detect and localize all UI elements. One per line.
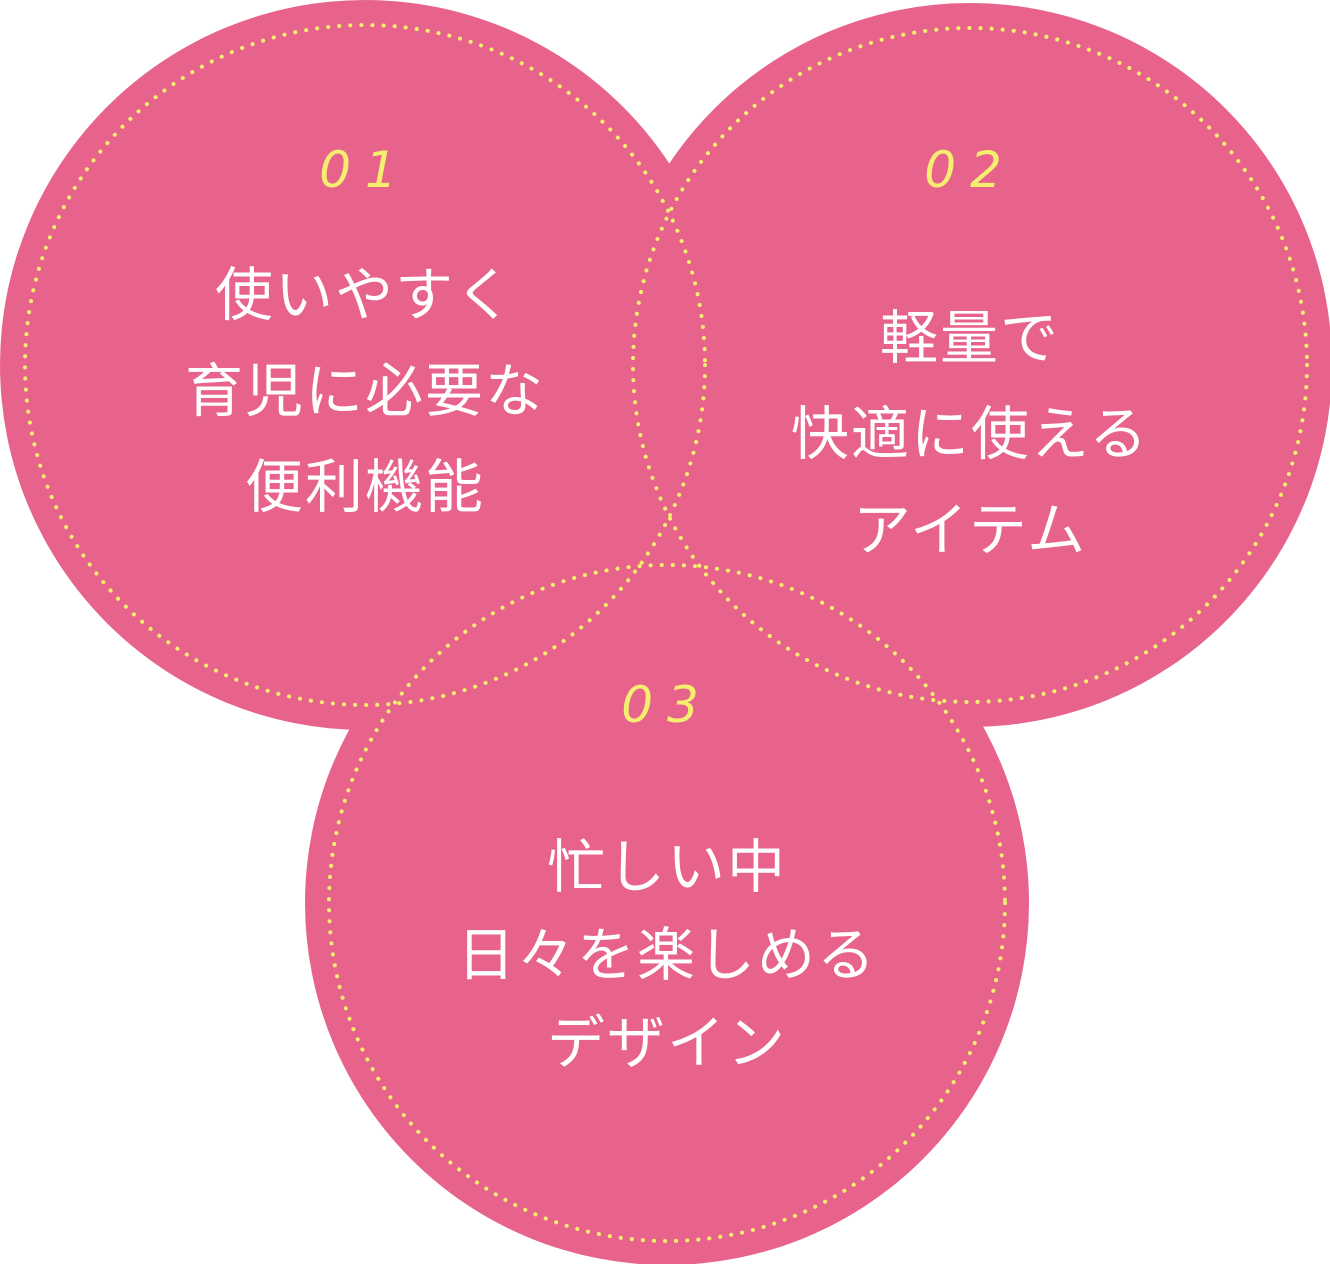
circle-02-fill bbox=[608, 3, 1330, 727]
circle-02-content: 02 軽量で 快適に使える アイテム bbox=[690, 145, 1250, 578]
circle-01-line-3: 便利機能 bbox=[244, 453, 485, 521]
circle-02-line-2: 快適に使える bbox=[790, 400, 1150, 468]
circle-01-fill bbox=[0, 0, 730, 730]
circle-01-number: 01 bbox=[319, 141, 411, 199]
circle-03-fill bbox=[305, 541, 1029, 1264]
circle-03-number: 03 bbox=[621, 676, 713, 734]
dotted-borders bbox=[23, 23, 1309, 1243]
circle-01-line-2: 育児に必要な bbox=[184, 357, 545, 425]
circle-03-text: 忙しい中 日々を楽しめる デザイン bbox=[387, 823, 947, 1087]
circle-03-line-2: 日々を楽しめる bbox=[456, 921, 877, 989]
circle-03-line-3: デザイン bbox=[546, 1009, 787, 1077]
circle-03-dotted-border bbox=[327, 563, 1007, 1243]
circle-01-text: 使いやすく 育児に必要な 便利機能 bbox=[85, 247, 645, 535]
circle-01-dotted-border bbox=[23, 23, 707, 707]
circle-02-line-1: 軽量で bbox=[879, 304, 1060, 372]
circle-02-line-3: アイテム bbox=[852, 496, 1088, 564]
circle-02-dotted-border bbox=[631, 26, 1309, 704]
circle-03-line-1: 忙しい中 bbox=[546, 833, 787, 901]
circle-01-content: 01 使いやすく 育児に必要な 便利機能 bbox=[85, 145, 645, 535]
circle-01-line-1: 使いやすく bbox=[214, 261, 515, 329]
circle-02-text: 軽量で 快適に使える アイテム bbox=[690, 290, 1250, 578]
circle-03-content: 03 忙しい中 日々を楽しめる デザイン bbox=[387, 680, 947, 1087]
circle-02-number: 02 bbox=[924, 141, 1016, 199]
